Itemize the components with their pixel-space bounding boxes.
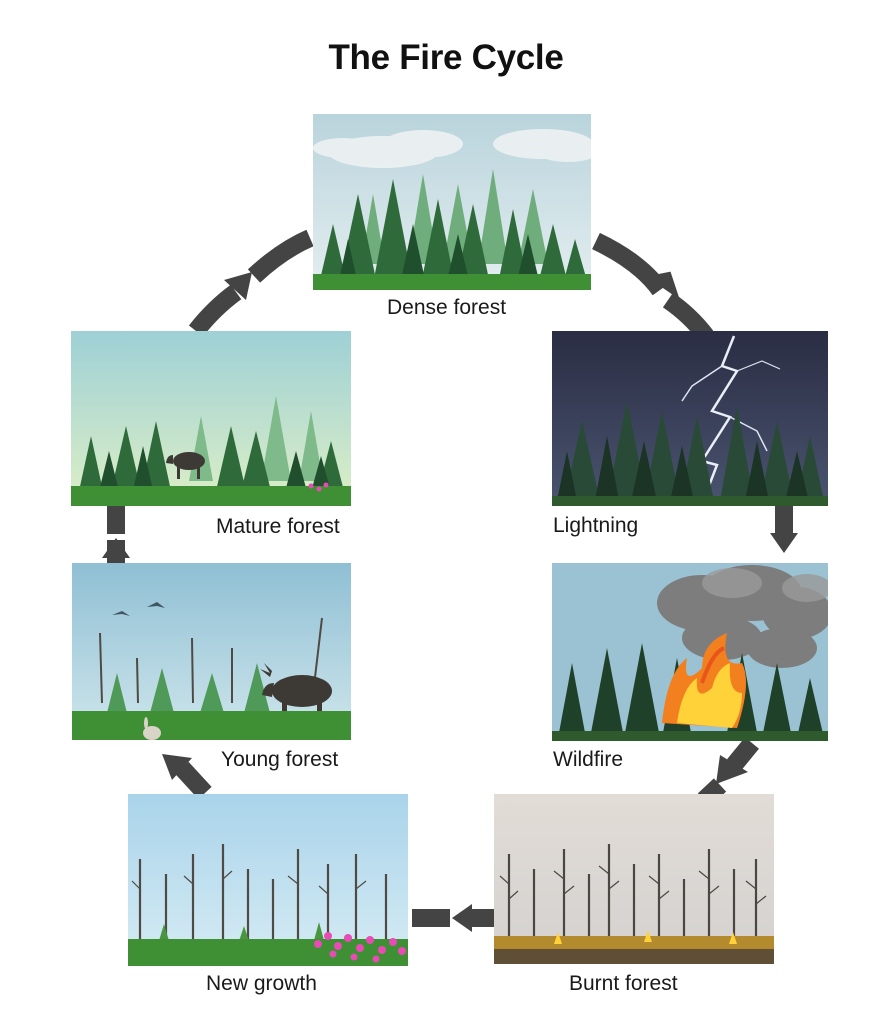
caption-dense-forest: Dense forest (387, 296, 507, 319)
arrow-dense-to-lightning (592, 232, 668, 296)
caption-new-growth: New growth (206, 972, 317, 995)
arrow-lightning-to-wildfire-head (770, 533, 798, 553)
arrow-burnt-to-new-head (452, 904, 472, 932)
arrow-dense-to-lightning-head (646, 271, 680, 300)
arrow-wildfire-to-burnt-head (716, 755, 748, 784)
flames (662, 633, 746, 728)
birds (112, 602, 165, 616)
diagram-title: The Fire Cycle (328, 38, 564, 77)
panel-dense-forest (313, 114, 591, 290)
arrow-new-to-young-head (162, 754, 192, 780)
caption-wildfire: Wildfire (553, 748, 624, 771)
rabbit (143, 717, 161, 740)
arrow-mature-to-dense-head (224, 272, 252, 300)
arrow-mature-to-dense (188, 284, 242, 337)
arrow-young-to-mature-head (102, 538, 130, 558)
panel-burnt-forest (494, 794, 774, 964)
clouds (313, 129, 591, 168)
panel-wildfire (552, 563, 828, 741)
panel-mature-forest (71, 331, 351, 506)
dead-trees (138, 844, 388, 944)
caption-young-forest: Young forest (221, 748, 339, 771)
moose (166, 452, 205, 479)
arrow-mature-to-dense-2 (247, 229, 314, 283)
panel-new-growth (128, 794, 408, 966)
moose (260, 663, 332, 720)
panel-young-forest (72, 563, 351, 740)
caption-lightning: Lightning (553, 514, 639, 537)
pink-flowers (314, 932, 406, 963)
arrow-wildfire-to-burnt (727, 737, 759, 771)
panel-lightning (552, 331, 828, 506)
arrow-new-to-young (175, 761, 212, 800)
lightning-bolt (700, 335, 739, 492)
caption-mature-forest: Mature forest (216, 515, 340, 538)
caption-burnt-forest: Burnt forest (569, 972, 678, 995)
